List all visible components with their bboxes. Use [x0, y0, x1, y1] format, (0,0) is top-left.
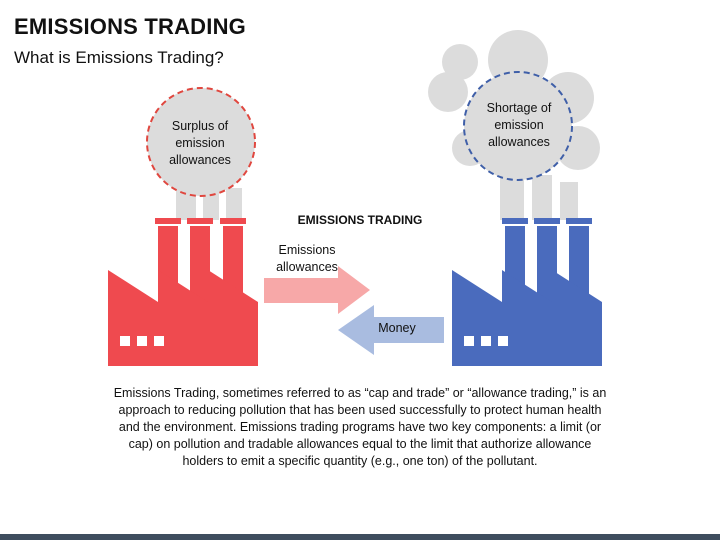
description-paragraph: Emissions Trading, sometimes referred to…: [113, 386, 607, 468]
allowances-arrow-label: Emissions allowances: [262, 242, 352, 276]
right-bubble-outline: [463, 71, 573, 181]
shortage-bubble-text: Shortage of emission allowances: [466, 100, 572, 151]
surplus-line-3: allowances: [169, 153, 231, 167]
allowances-label-line-1: Emissions: [278, 243, 336, 257]
shortage-line-3: allowances: [488, 135, 550, 149]
allowances-label-line-2: allowances: [276, 260, 338, 274]
shortage-line-2: emission: [494, 118, 544, 132]
diagram-center-title: EMISSIONS TRADING: [297, 213, 423, 227]
left-smoke-cloud: [147, 88, 255, 220]
left-bubble-outline: [146, 87, 256, 197]
allowances-arrow-right: [264, 266, 370, 314]
money-arrow-left: [338, 305, 444, 355]
slide-subtitle: What is Emissions Trading?: [14, 48, 224, 67]
right-factory-icon: [452, 218, 602, 366]
shortage-line-1: Shortage of: [486, 101, 552, 115]
slide-title: EMISSIONS TRADING: [14, 14, 246, 39]
left-factory-windows: [120, 336, 164, 346]
surplus-line-2: emission: [175, 136, 225, 150]
right-smoke-cloud: [428, 30, 600, 220]
surplus-bubble-text: Surplus of emission allowances: [150, 118, 250, 169]
right-factory-windows: [464, 336, 508, 346]
footer-bar: [0, 534, 720, 540]
money-arrow-label: Money: [378, 321, 416, 335]
surplus-line-1: Surplus of: [171, 119, 229, 133]
left-factory-icon: [108, 218, 258, 366]
